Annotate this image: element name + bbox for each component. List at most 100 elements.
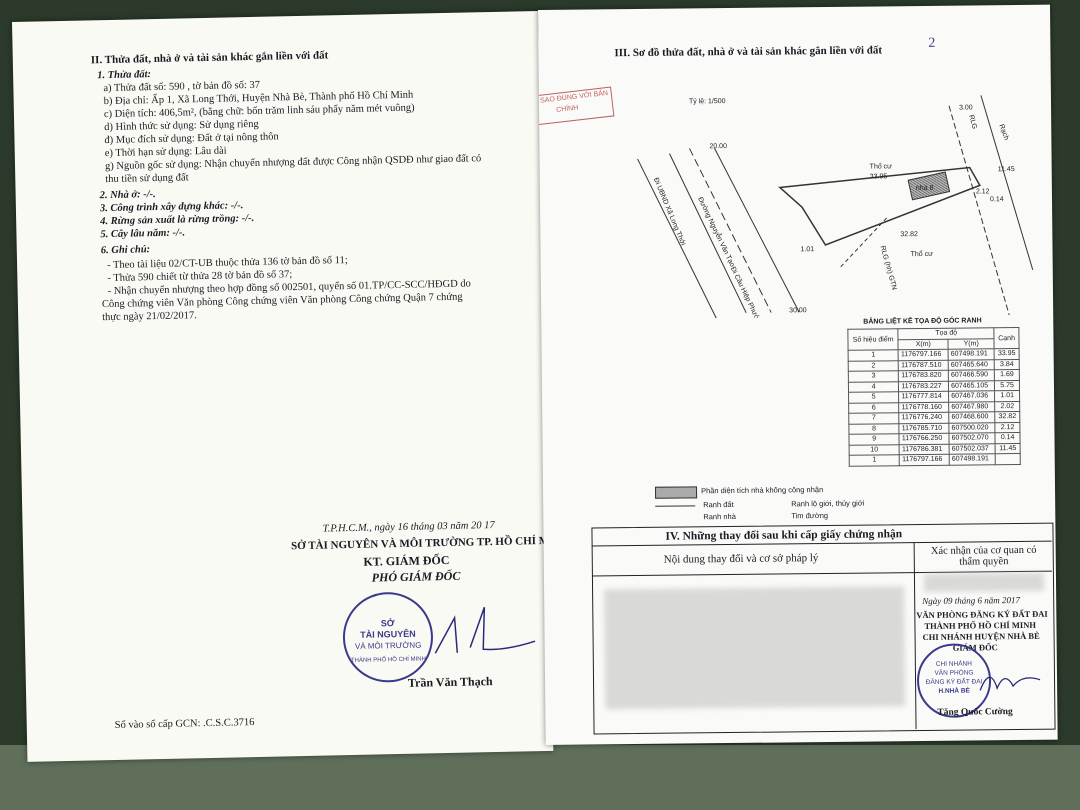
- cell-x: 1176797.166: [898, 349, 949, 361]
- cell-x: 1176778.160: [898, 401, 949, 413]
- cell-edge: 32.82: [994, 411, 1020, 423]
- item-line: 3. Công trình xây dựng khác: -/-.: [99, 200, 244, 215]
- th-point: Số hiệu điểm: [847, 328, 899, 351]
- cell-edge: 0.14: [995, 432, 1021, 444]
- road-centerline: [689, 148, 772, 313]
- label-d3395: 33.95: [870, 173, 888, 180]
- signature-icon: [434, 606, 536, 654]
- cell-y: 607468.600: [948, 411, 996, 423]
- redacted-area: [604, 586, 906, 710]
- cell-point: 6: [848, 402, 900, 414]
- cell-point: 4: [848, 381, 899, 393]
- cell-y: 607498.191: [948, 348, 995, 360]
- item-line: 5. Cây lâu năm: -/-.: [100, 227, 186, 241]
- canal-line: [980, 95, 1034, 270]
- cell-x: 1176786.381: [899, 443, 950, 455]
- legend-item: Ranh đất: [703, 499, 734, 510]
- col-changes: Nội dung thay đổi và cơ sở pháp lý: [663, 552, 819, 566]
- cell-edge: 11.45: [995, 442, 1021, 454]
- label-d101: 1.01: [800, 246, 814, 253]
- cell-x: 1176787.510: [898, 359, 949, 371]
- seal-ring-text: THÀNH PHỐ HỒ CHÍ MINH: [350, 656, 427, 665]
- cell-edge: 5.75: [994, 379, 1020, 391]
- label-tho-cu-bottom: Thổ cư: [911, 250, 934, 258]
- redacted-area: [923, 572, 1045, 592]
- copy-stamp: BẢN SAO ĐÚNG VỚI BẢN CHÍNH: [538, 86, 615, 127]
- legend-hatch-swatch: [654, 486, 698, 499]
- cell-x: 1176797.166: [899, 454, 950, 466]
- coord-table-title: BẢNG LIỆT KÊ TỌA ĐỘ GÓC RANH: [863, 317, 982, 326]
- label-house: nhà 8: [916, 185, 934, 192]
- seal-text: VÀ MÔI TRƯỜNG: [354, 640, 422, 651]
- label-d212: 2.12: [976, 188, 990, 195]
- right-page: III. Sơ đồ thửa đất, nhà ở và tài sản kh…: [538, 4, 1058, 745]
- label-rach: Rạch: [997, 123, 1009, 141]
- cell-x: 1176783.820: [898, 370, 949, 382]
- cell-edge: 1.01: [994, 390, 1020, 402]
- cell-edge: 2.02: [994, 400, 1020, 412]
- cell-x: 1176776.240: [899, 412, 949, 424]
- section-ii-title: II. Thửa đất, nhà ở và tài sản khác gắn …: [90, 49, 329, 67]
- note-line: - Theo tài liệu 02/CT-UB thuộc thửa 136 …: [107, 255, 348, 272]
- rlg-line: [948, 105, 1010, 316]
- label-road2: Đường Nguyễn Văn Tạo: [696, 195, 737, 268]
- section-iii-title: III. Sơ đồ thửa đất, nhà ở và tài sản kh…: [614, 44, 883, 60]
- cell-y: 607502.037: [949, 443, 996, 455]
- col-confirm: Xác nhận của cơ quan có thẩm quyền: [930, 544, 1037, 568]
- legend-item: Ranh nhà: [703, 511, 736, 522]
- land-line: d) Hình thức sử dụng: Sử dụng riêng: [104, 118, 259, 134]
- cell-edge: 2.12: [995, 421, 1020, 433]
- kt-director: KT. GIÁM ĐỐC: [363, 552, 450, 569]
- label-road3: Đi Cầu Hiệp Phước: [729, 265, 764, 319]
- cell-y: 607498.191: [949, 453, 996, 465]
- issuing-agency: SỞ TÀI NGUYÊN VÀ MÔI TRƯỜNG TP. HỒ CHÍ M…: [290, 534, 554, 553]
- cell-y: 607467.036: [948, 390, 995, 402]
- plot-boundary: [778, 166, 981, 246]
- th-x: X(m): [898, 338, 949, 350]
- land-heading: 1. Thửa đất:: [97, 69, 152, 82]
- cell-y: 607465.640: [948, 359, 995, 371]
- label-rlg-gt: RLG (hh) GTN: [879, 245, 898, 291]
- signer2-name: Tăng Quốc Cường: [937, 707, 1013, 718]
- cell-point: 8: [848, 423, 900, 435]
- page-mark: 2: [928, 35, 936, 51]
- label-d300: 3.00: [959, 104, 973, 111]
- land-line: thu tiền sử dụng đất: [105, 172, 189, 186]
- cell-y: 607467.980: [948, 401, 995, 413]
- cell-point: 10: [849, 444, 900, 456]
- cell-x: 1176785.710: [899, 422, 950, 434]
- office-line: VĂN PHÒNG ĐĂNG KÝ ĐẤT ĐAI: [916, 608, 1048, 621]
- vice-director: PHÓ GIÁM ĐỐC: [371, 568, 461, 585]
- cell-y: 607500.020: [948, 422, 996, 434]
- rlg-line: [840, 216, 889, 268]
- label-d30: 30.00: [789, 307, 807, 314]
- label-d3282: 32.82: [900, 231, 918, 238]
- notes-heading: 6. Ghi chú:: [100, 244, 151, 257]
- left-page: II. Thửa đất, nhà ở và tài sản khác gắn …: [12, 10, 554, 762]
- cell-x: 1176766.250: [899, 433, 950, 445]
- cell-y: 607466.590: [948, 369, 995, 381]
- cell-y: 607465.105: [948, 380, 995, 392]
- confirm-date: Ngày 09 tháng 6 năm 2017: [922, 594, 1021, 607]
- cell-point: 2: [848, 360, 899, 372]
- label-d014: 0.14: [990, 196, 1004, 203]
- legend-item: Ranh lộ giới, thủy giới: [791, 498, 865, 509]
- issue-date: T.P.H.C.M., ngày 16 tháng 03 năm 20 17: [322, 520, 495, 535]
- label-d1145: 11.45: [998, 166, 1015, 173]
- gcn-number: Số vào sổ cấp GCN: .C.S.C.3716: [114, 717, 255, 732]
- signature-icon: [979, 676, 1041, 691]
- land-line: e) Thời hạn sử dụng: Lâu dài: [104, 145, 227, 160]
- land-line: a) Thửa đất số: 590 , tờ bản đồ số: 37: [103, 79, 261, 95]
- office-line: CHI NHÁNH HUYỆN NHÀ BÈ: [922, 630, 1040, 643]
- road-line: [669, 153, 747, 314]
- cell-y: 607502.070: [949, 432, 996, 444]
- legend-line: [655, 505, 696, 507]
- label-rlg: RLG: [967, 114, 978, 130]
- cell-point: 5: [848, 391, 899, 403]
- th-y: Y(m): [948, 338, 995, 350]
- legend-item: Phần diện tích nhà không công nhận: [700, 485, 824, 496]
- note-line: thực ngày 21/02/2017.: [102, 310, 197, 324]
- house-area-shape: [907, 171, 951, 201]
- road-line: [714, 147, 800, 313]
